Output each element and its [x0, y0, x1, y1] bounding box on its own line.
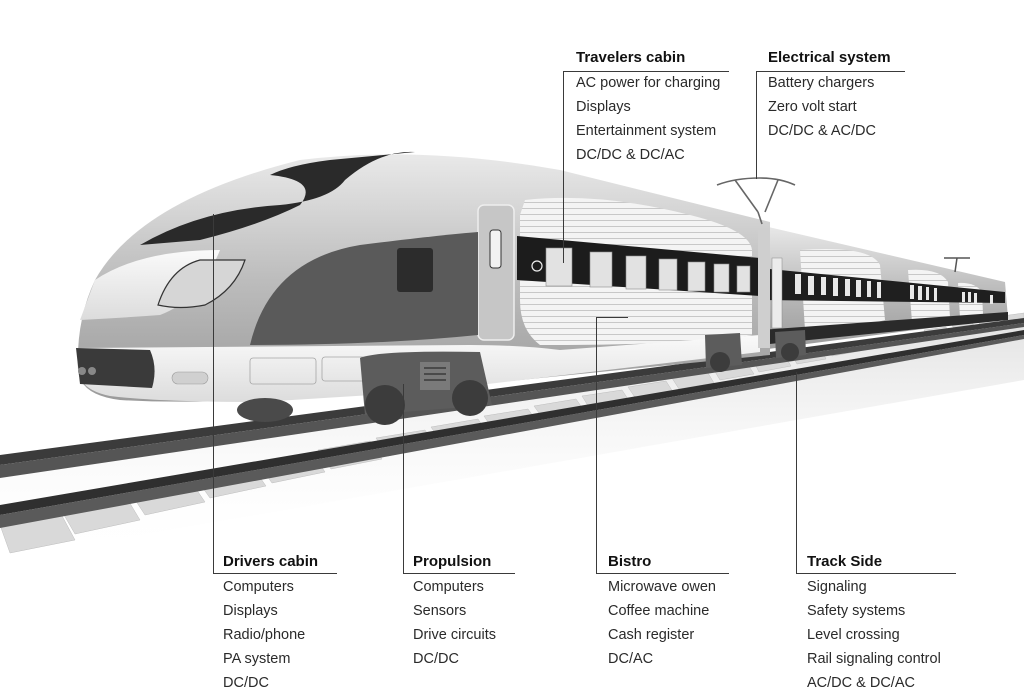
callout-item: DC/DC [413, 651, 459, 667]
callout-item: Microwave owen [608, 579, 716, 595]
leader-bistro-vertical [596, 317, 597, 574]
leader-electrical-system-horizontal [756, 71, 905, 72]
callout-item: Computers [413, 579, 484, 595]
callout-title: Bistro [608, 553, 652, 570]
callout-title: Track Side [807, 553, 883, 570]
leader-track-side-horizontal [796, 573, 956, 574]
callout-item: Rail signaling control [807, 651, 941, 667]
callout-item: Displays [223, 603, 278, 619]
leader-propulsion-vertical [403, 384, 404, 574]
callout-item: Entertainment system [576, 123, 717, 139]
callout-item: AC power for charging [576, 75, 721, 91]
callout-title: Travelers cabin [576, 49, 686, 66]
leader-travelers-cabin-vertical [563, 71, 564, 263]
leader-electrical-system-vertical [756, 71, 757, 179]
callout-item: PA system [223, 651, 291, 667]
callout-item: Safety systems [807, 603, 906, 619]
callout-item: Sensors [413, 603, 467, 619]
callout-item: Level crossing [807, 627, 900, 643]
leader-track-side-vertical [796, 372, 797, 574]
callout-item: Signaling [807, 579, 867, 595]
callout-item: DC/DC [223, 675, 269, 691]
callout-item: Drive circuits [413, 627, 496, 643]
callout-bistro: Bistro Microwave owen Coffee machine Cas… [608, 552, 716, 671]
callout-item: Coffee machine [608, 603, 710, 619]
leader-drivers-cabin-vertical [213, 214, 214, 574]
pantograph [716, 177, 796, 225]
bogies [237, 330, 806, 425]
callout-item: DC/AC [608, 651, 654, 667]
callout-electrical-system: Electrical system Battery chargers Zero … [768, 48, 891, 143]
leader-travelers-cabin-horizontal [563, 71, 729, 72]
callout-title: Propulsion [413, 553, 492, 570]
callout-item: DC/DC & DC/AC [576, 147, 685, 163]
callout-item: Zero volt start [768, 99, 857, 115]
leader-drivers-cabin-horizontal [213, 573, 337, 574]
callout-item: Battery chargers [768, 75, 875, 91]
callout-item: Cash register [608, 627, 695, 643]
callout-item: Displays [576, 99, 631, 115]
car-coupling [758, 230, 783, 348]
callout-track-side: Track Side Signaling Safety systems Leve… [807, 552, 941, 695]
callout-title: Drivers cabin [223, 553, 319, 570]
callout-item: Computers [223, 579, 294, 595]
leader-bistro-horizontal [596, 573, 729, 574]
leader-propulsion-horizontal [403, 573, 515, 574]
callout-travelers-cabin: Travelers cabin AC power for charging Di… [576, 48, 720, 167]
callout-propulsion: Propulsion Computers Sensors Drive circu… [413, 552, 496, 671]
rear-cars [760, 225, 1008, 350]
callout-title: Electrical system [768, 49, 891, 66]
callout-item: AC/DC & DC/AC [807, 675, 915, 691]
callout-item: Radio/phone [223, 627, 306, 643]
callout-item: DC/DC & AC/DC [768, 123, 876, 139]
leader-bistro-top [596, 317, 628, 318]
callout-drivers-cabin: Drivers cabin Computers Displays Radio/p… [223, 552, 318, 695]
